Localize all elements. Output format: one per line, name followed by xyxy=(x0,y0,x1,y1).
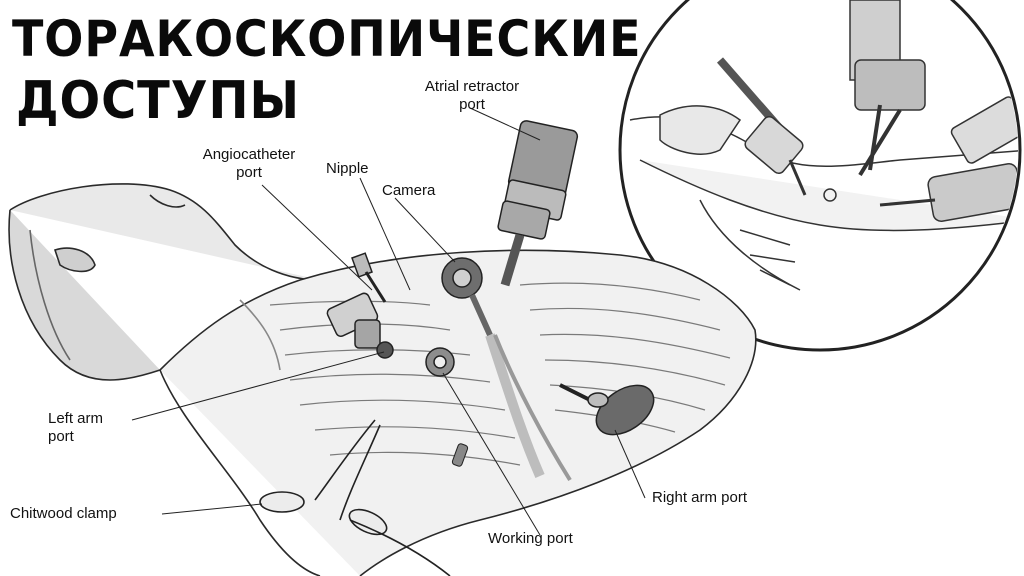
chitwood-clamp-instrument xyxy=(259,419,451,576)
atrial-retractor-instrument xyxy=(497,120,579,287)
label-atrial-retractor-port: Atrial retractor port xyxy=(402,78,542,114)
label-atrial-retractor-line1: Atrial retractor xyxy=(424,78,520,95)
label-angiocatheter-line2: port xyxy=(236,164,262,181)
label-angiocatheter-line1: Angiocatheter xyxy=(202,146,296,163)
camera-instrument xyxy=(441,257,572,482)
label-left-arm-port: Left arm port xyxy=(48,410,103,446)
label-left-arm-line2: port xyxy=(48,428,74,445)
label-chitwood-clamp: Chitwood clamp xyxy=(10,505,117,522)
working-port-instrument xyxy=(425,347,455,377)
small-port xyxy=(451,443,469,467)
label-nipple: Nipple xyxy=(326,160,369,177)
page-title-line2: ДОСТУПЫ xyxy=(16,71,300,131)
label-camera: Camera xyxy=(382,182,436,199)
leader-lines xyxy=(131,107,646,536)
label-angiocatheter-port: Angiocatheter port xyxy=(184,146,314,182)
label-left-arm-line1: Left arm xyxy=(48,410,104,427)
angiocatheter-instrument xyxy=(351,252,387,303)
inset-circle xyxy=(618,0,1022,352)
page-title-line1: ТОРАКОСКОПИЧЕСКИЕ xyxy=(12,10,642,68)
label-right-arm-port: Right arm port xyxy=(652,489,748,506)
left-arm-port-instrument xyxy=(326,292,394,359)
label-atrial-retractor-line2: port xyxy=(459,96,485,113)
right-arm-port-instrument xyxy=(559,383,655,436)
label-working-port: Working port xyxy=(488,530,573,547)
patient-figure xyxy=(8,183,757,576)
